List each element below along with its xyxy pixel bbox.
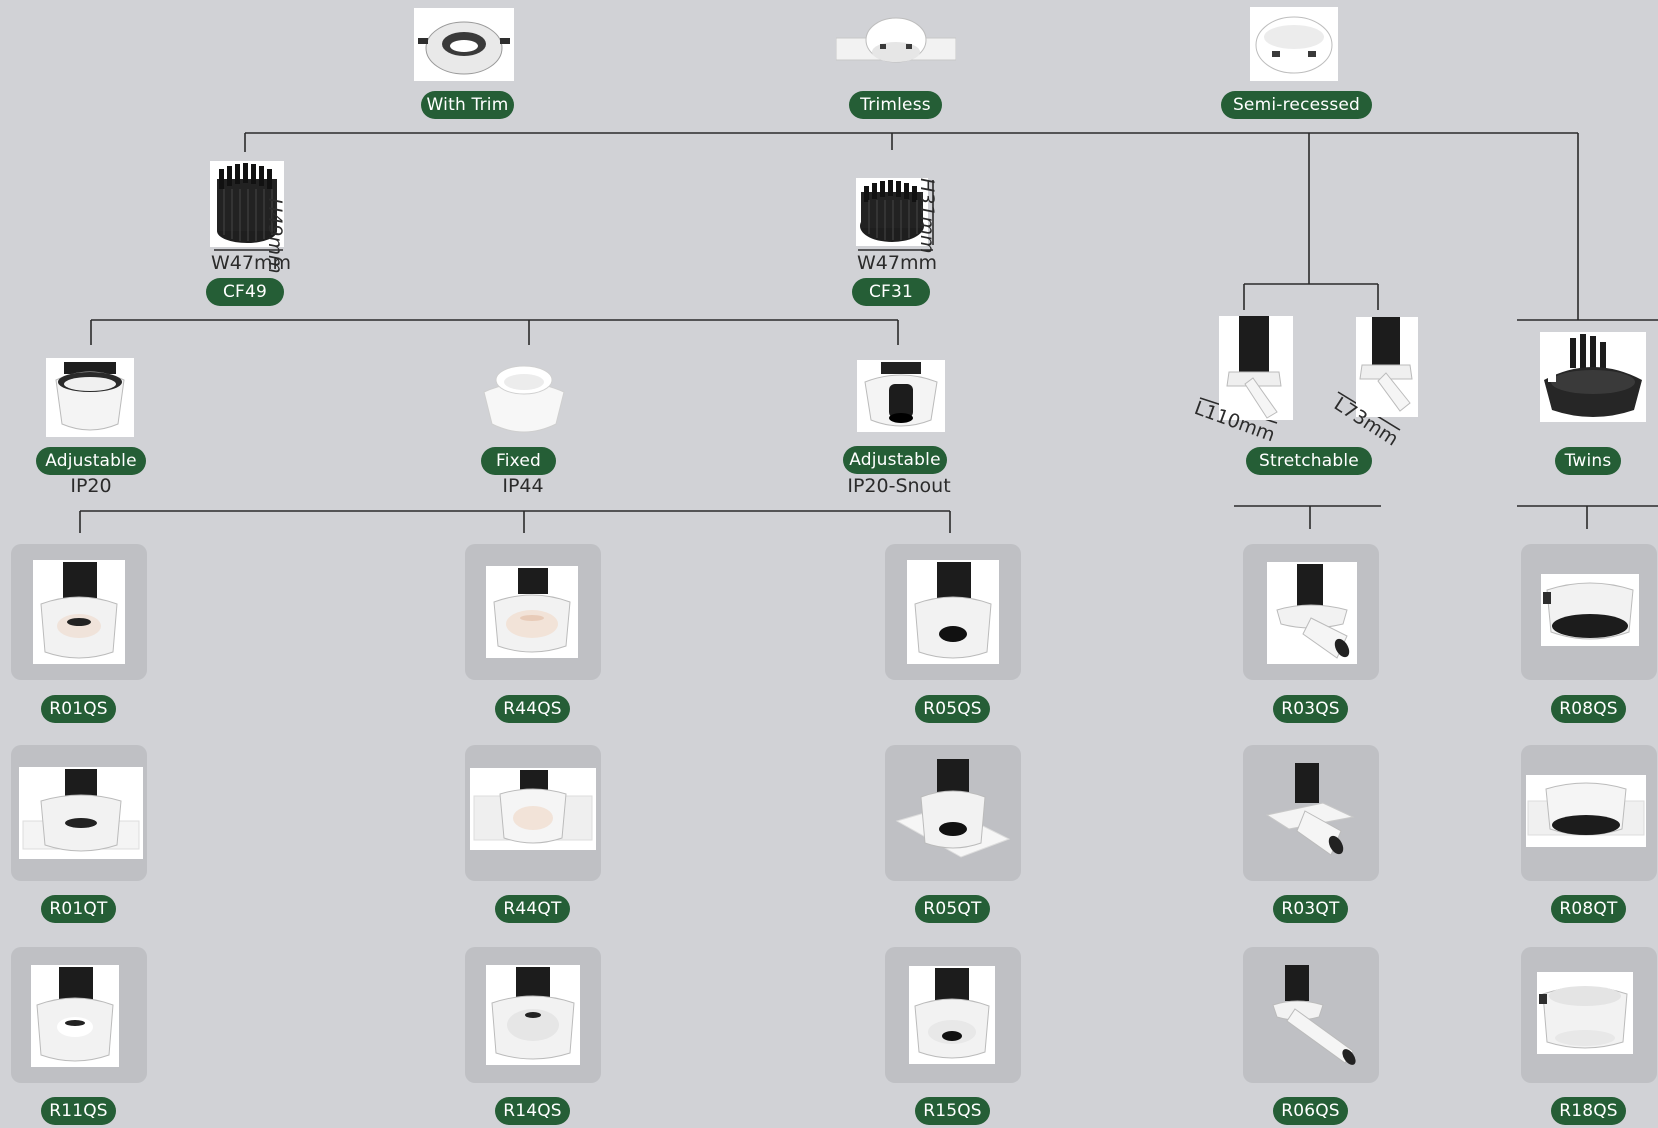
fixed-ip44-label: Fixed [481, 447, 556, 475]
product-label-r05qs: R05QS [915, 695, 990, 723]
stretchable-spot-icon [1265, 763, 1355, 856]
product-card-r05qs[interactable] [885, 544, 1021, 680]
cf31-width-label: W47mm [857, 252, 937, 274]
product-card-r06qs[interactable] [1243, 947, 1379, 1083]
with-trim-image [414, 8, 514, 81]
cf31-label: CF31 [852, 278, 930, 306]
stretchable-long-image [1219, 316, 1293, 420]
product-label-r11qs: R11QS [41, 1097, 116, 1125]
fixed-ip44-rating: IP44 [502, 475, 544, 497]
with-trim-label: With Trim [421, 91, 514, 119]
product-label-r03qs: R03QS [1273, 695, 1348, 723]
product-card-r44qs[interactable] [465, 544, 601, 680]
trimless-image [836, 8, 956, 74]
stretchable-spot-icon [1272, 965, 1356, 1065]
semi-recessed-image [1250, 7, 1338, 81]
downlight-with-trim-icon [483, 365, 565, 433]
product-card-r18qs[interactable] [1521, 947, 1657, 1083]
adjustable-snout-rating: IP20-Snout [847, 475, 951, 497]
cf31-height-label: H31mm [916, 178, 938, 254]
heatsink-module-icon [217, 163, 277, 243]
product-card-r01qt[interactable] [11, 745, 147, 881]
cf49-label: CF49 [206, 278, 284, 306]
product-label-r08qt: R08QT [1551, 895, 1626, 923]
downlight-with-trim-icon [493, 568, 571, 653]
product-card-r03qs[interactable] [1243, 544, 1379, 680]
trimless-label: Trimless [849, 91, 942, 119]
adjustable-snout-image [857, 360, 945, 432]
downlight-semi-recessed-icon [36, 967, 114, 1062]
stretchable-spot-icon [1226, 316, 1282, 419]
product-card-r08qt[interactable] [1521, 745, 1657, 881]
fixed-ip44-image [478, 360, 570, 438]
product-label-r01qt: R01QT [41, 895, 116, 923]
twins-image [1540, 332, 1646, 422]
stretchable-short-image [1356, 317, 1418, 417]
twins-downlight-icon [1543, 582, 1634, 640]
downlight-with-trim-icon [418, 21, 510, 75]
stretchable-spot-icon [1359, 317, 1413, 412]
adjustable-ip20-image [46, 358, 134, 437]
product-card-r14qs[interactable] [465, 947, 601, 1083]
product-label-r08qs: R08QS [1551, 695, 1626, 723]
product-label-r01qs: R01QS [41, 695, 116, 723]
adjustable-snout-label: Adjustable [843, 446, 947, 474]
twins-downlight-icon [1527, 782, 1645, 836]
downlight-with-trim-icon [40, 562, 118, 659]
downlight-semi-recessed-icon [491, 967, 575, 1060]
product-label-r15qs: R15QS [915, 1097, 990, 1125]
cf49-width-label: W47mm [211, 252, 291, 274]
product-label-r18qs: R18QS [1551, 1097, 1626, 1125]
cf49-module-image [210, 161, 284, 247]
downlight-semi-recessed-icon [1255, 16, 1333, 74]
product-label-r14qs: R14QS [495, 1097, 570, 1125]
downlight-with-trim-icon [55, 362, 125, 431]
product-label-r03qt: R03QT [1273, 895, 1348, 923]
stretchable-spot-icon [1276, 564, 1350, 659]
stretchable-label: Stretchable [1246, 447, 1372, 475]
product-card-r03qt[interactable] [1243, 745, 1379, 881]
product-card-r11qs[interactable] [11, 947, 147, 1083]
adjustable-ip20-rating: IP20 [70, 475, 112, 497]
product-card-r15qs[interactable] [885, 947, 1021, 1083]
cf31-module-image [856, 178, 928, 246]
product-label-r06qs: R06QS [1273, 1097, 1348, 1125]
product-card-r05qt[interactable] [885, 745, 1021, 881]
semi-recessed-label: Semi-recessed [1221, 91, 1372, 119]
product-card-r08qs[interactable] [1521, 544, 1657, 680]
product-card-r44qt[interactable] [465, 745, 601, 881]
product-label-r05qt: R05QT [915, 895, 990, 923]
product-label-r44qt: R44QT [495, 895, 570, 923]
downlight-trimless-icon [836, 17, 956, 63]
downlight-with-trim-icon [864, 362, 938, 427]
downlight-trimless-icon [22, 769, 140, 852]
adjustable-ip20-label: Adjustable [36, 447, 146, 475]
twins-downlight-icon [1539, 986, 1628, 1049]
heatsink-module-icon [860, 180, 924, 242]
downlight-trimless-icon [895, 759, 1011, 858]
downlight-with-trim-icon [914, 562, 992, 659]
downlight-semi-recessed-icon [914, 968, 990, 1059]
product-label-r44qs: R44QS [495, 695, 570, 723]
downlight-trimless-icon [473, 770, 593, 844]
twins-label: Twins [1555, 447, 1621, 475]
twins-downlight-icon [1544, 334, 1642, 417]
product-card-r01qs[interactable] [11, 544, 147, 680]
